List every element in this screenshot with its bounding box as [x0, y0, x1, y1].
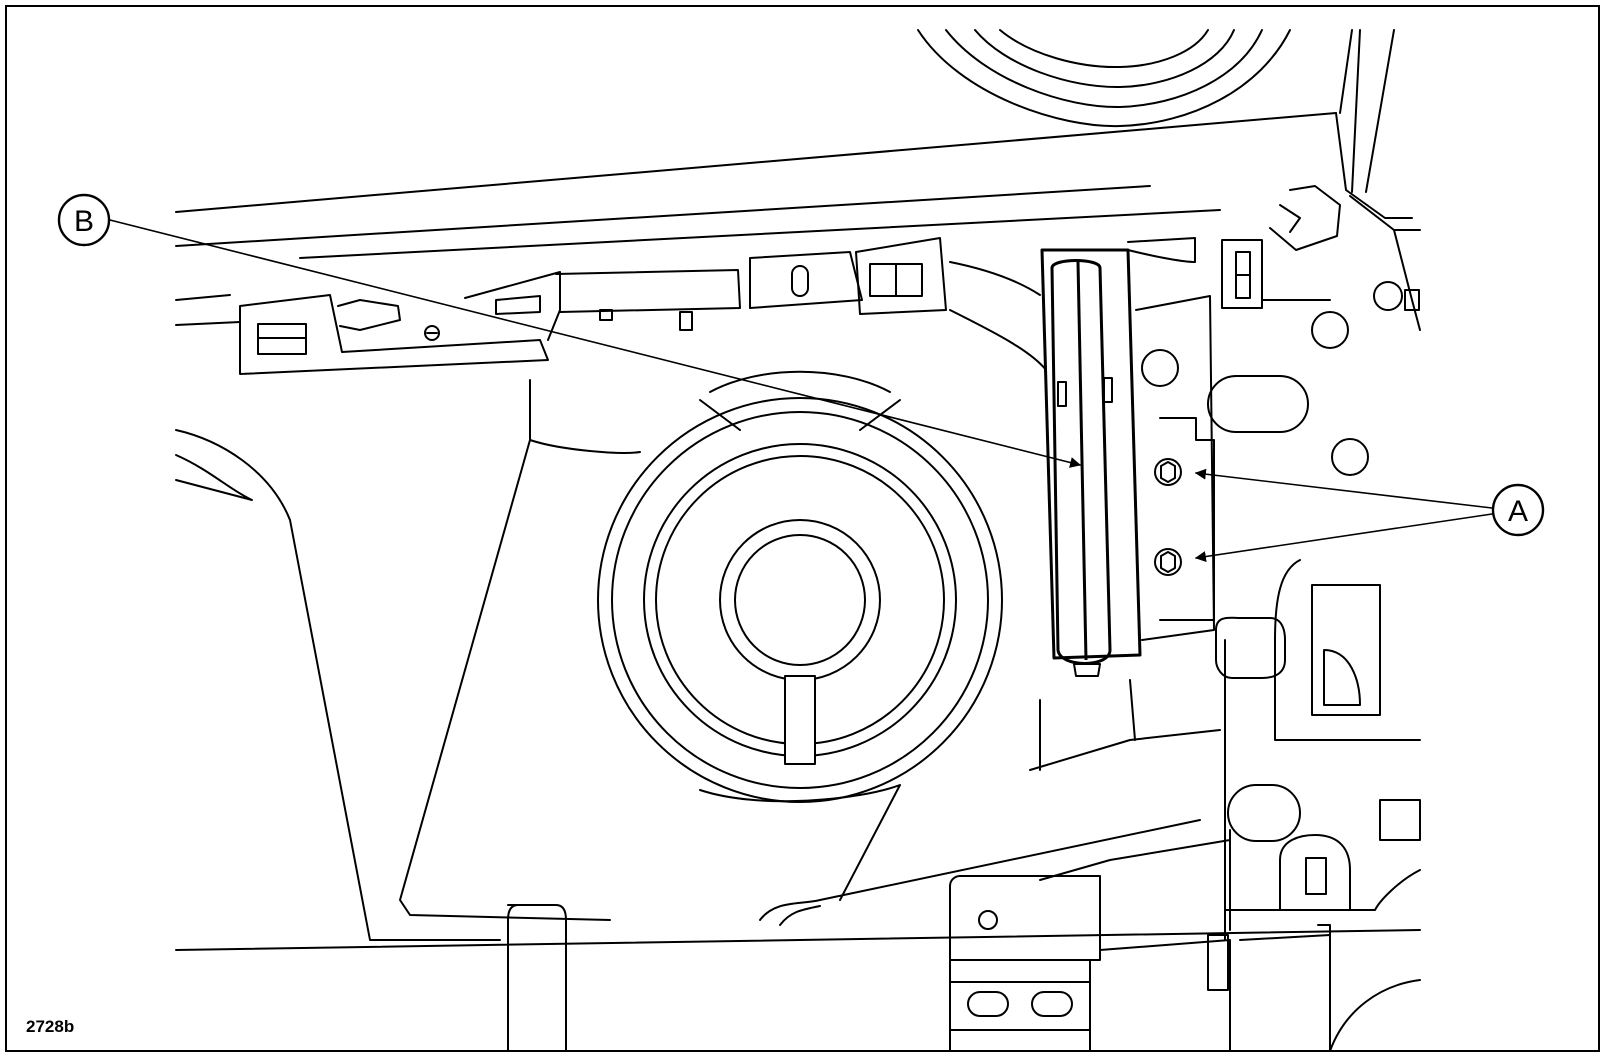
- top-wheel-arcs: [917, 29, 1291, 128]
- callout-a-label: A: [1508, 495, 1528, 528]
- callout-b-circle: [57, 193, 111, 247]
- leader-b: [109, 219, 1082, 468]
- callout-b-label: B: [74, 205, 94, 238]
- lower-brackets: [507, 679, 1421, 1052]
- upper-clip-bar: [555, 237, 947, 331]
- figure-reference: 2728b: [26, 1017, 74, 1036]
- left-bracket: [239, 271, 561, 375]
- callout-a-circle: [1491, 483, 1545, 537]
- right-structural-panel: [1141, 239, 1421, 941]
- callout-a: A: [1491, 483, 1545, 537]
- callout-b: B: [57, 193, 111, 247]
- upper-cross-member: [175, 112, 1337, 326]
- leader-lines: [109, 219, 1493, 562]
- inner-fender-panel: [175, 379, 1421, 951]
- border-frame: [5, 5, 1600, 1052]
- vertical-bracket: [949, 237, 1215, 677]
- mounting-plate: [1154, 417, 1215, 621]
- leader-a-lower: [1194, 513, 1493, 562]
- leader-a-upper: [1194, 468, 1493, 509]
- wheel-well-hub: [597, 370, 1003, 803]
- right-pillar: [1269, 29, 1421, 331]
